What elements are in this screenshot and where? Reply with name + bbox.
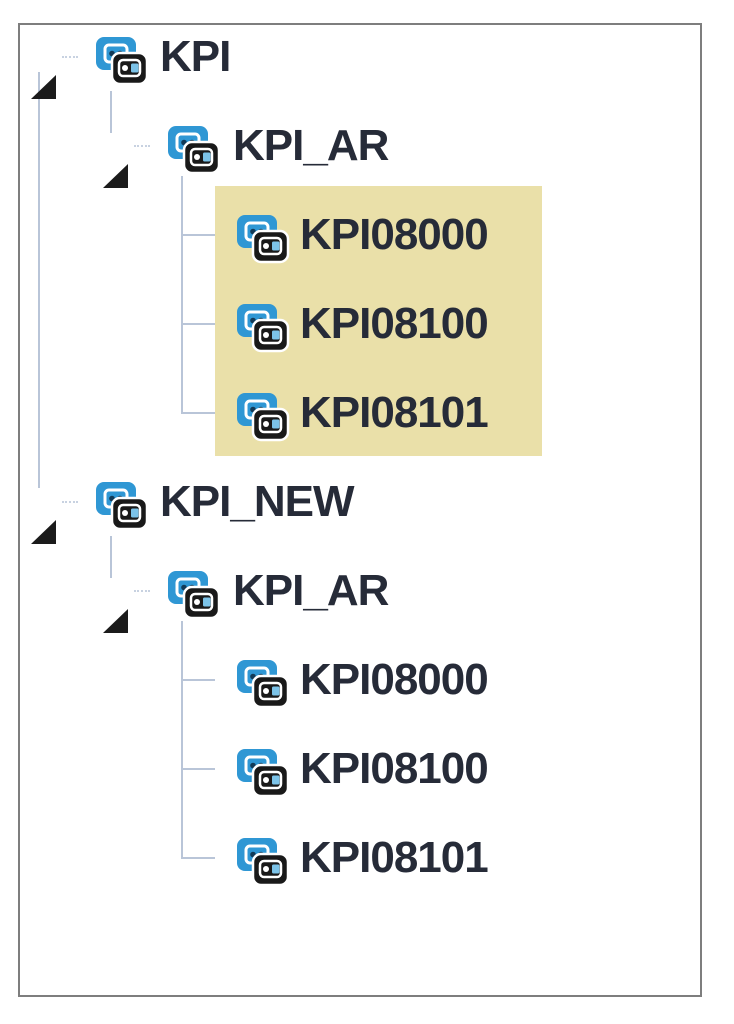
tree-connector-line: [110, 91, 112, 133]
tree-connector-line: [181, 768, 215, 770]
tree-connector-dash: [134, 145, 150, 147]
tree-item-kpi_new[interactable]: KPI_NEW: [0, 458, 734, 547]
tree-item-label: KPI_AR: [233, 566, 389, 615]
tree-connector-dash: [134, 590, 150, 592]
tree-item-kpi[interactable]: KPI: [0, 13, 734, 102]
tree-connector-dash: [62, 501, 78, 503]
tree-item-label: KPI08100: [300, 744, 489, 793]
kpi-object-icon: [167, 121, 221, 175]
tree-connector-line: [181, 323, 215, 325]
tree-connector-line: [38, 72, 40, 488]
kpi-object-icon: [236, 744, 290, 798]
tree-item-kpi08101[interactable]: KPI08101: [0, 814, 734, 903]
tree-item-label: KPI08101: [300, 388, 489, 437]
kpi-object-icon: [236, 833, 290, 887]
tree-item-label: KPI08000: [300, 210, 489, 259]
kpi-object-icon: [236, 210, 290, 264]
tree-item-kpi08101[interactable]: KPI08101: [0, 369, 734, 458]
tree-connector-line: [181, 621, 183, 859]
tree-connector-line: [181, 176, 183, 414]
tree-item-kpi_ar[interactable]: KPI_AR: [0, 547, 734, 636]
tree-item-label: KPI08000: [300, 655, 489, 704]
tree-connector-dash: [62, 56, 78, 58]
tree-item-kpi08000[interactable]: KPI08000: [0, 636, 734, 725]
tree-connector-line: [110, 536, 112, 578]
tree-item-label: KPI: [160, 32, 231, 81]
tree-item-label: KPI08101: [300, 833, 489, 882]
kpi-object-icon: [167, 566, 221, 620]
expanded-triangle-icon[interactable]: [100, 162, 130, 190]
tree-item-label: KPI08100: [300, 299, 489, 348]
kpi-object-icon: [95, 477, 149, 531]
expanded-triangle-icon[interactable]: [100, 607, 130, 635]
tree-item-kpi08100[interactable]: KPI08100: [0, 280, 734, 369]
expanded-triangle-icon[interactable]: [28, 518, 58, 546]
kpi-object-icon: [236, 299, 290, 353]
tree-connector-line: [181, 234, 215, 236]
tree-connector-line: [181, 412, 215, 414]
tree-connector-line: [181, 679, 215, 681]
tree-item-label: KPI_NEW: [160, 477, 354, 526]
kpi-object-icon: [236, 655, 290, 709]
kpi-object-icon: [236, 388, 290, 442]
tree-item-kpi08000[interactable]: KPI08000: [0, 191, 734, 280]
tree-item-kpi_ar[interactable]: KPI_AR: [0, 102, 734, 191]
tree-connector-line: [181, 857, 215, 859]
kpi-object-icon: [95, 32, 149, 86]
tree-item-kpi08100[interactable]: KPI08100: [0, 725, 734, 814]
expanded-triangle-icon[interactable]: [28, 73, 58, 101]
tree-item-label: KPI_AR: [233, 121, 389, 170]
